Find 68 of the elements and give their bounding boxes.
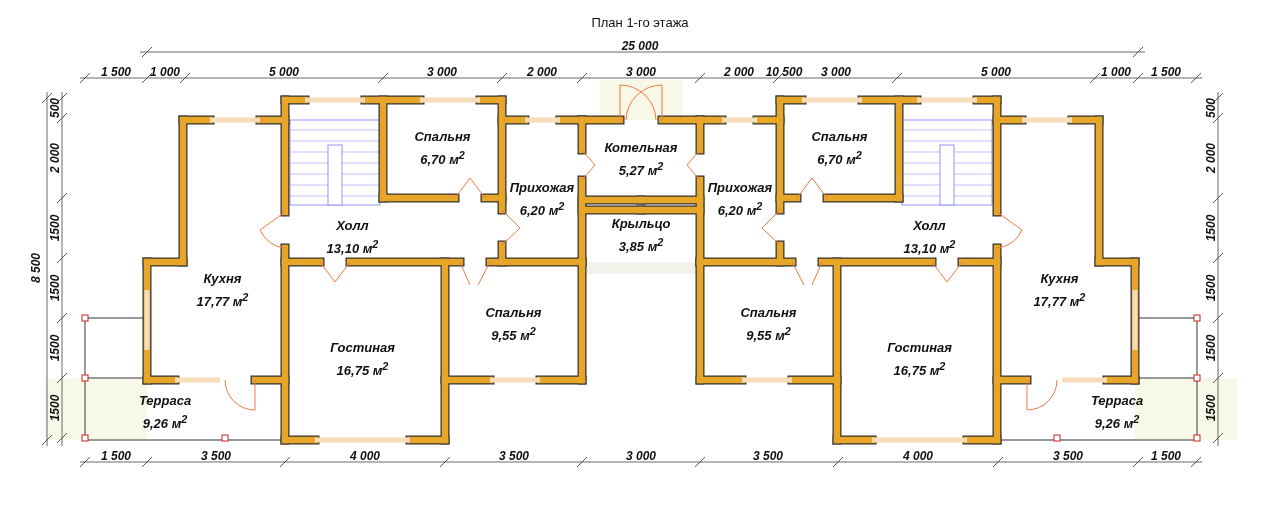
dimension-label: 1500 [1204,214,1218,242]
room-name: Прихожая [707,179,773,198]
dimension-label: 1500 [48,334,62,362]
room-area: 6,70 м$^{2}$ [817,146,862,170]
room-name: Крыльцо [611,215,671,234]
room-name: Спальня [740,304,797,323]
dimension-label: 1 000 [150,65,180,79]
dimension-label: 1 500 [101,449,131,463]
dimension-label: 2 000 [724,65,754,79]
room-name: Холл [913,216,946,235]
room-name: Гостиная [887,339,952,358]
dimension-label: 5 000 [981,65,1011,79]
dimension-label: 1500 [1204,334,1218,362]
room-name: Котельная [604,139,678,158]
room-name: Гостиная [330,339,395,358]
dimension-label: 2 000 [48,143,62,173]
room-name: Терраса [1090,391,1144,410]
dimension-label: 25 000 [621,39,659,53]
room-area: 13,10 м$^{2}$ [326,234,379,259]
dimension-label: 500 [1204,98,1218,118]
dimension-label: 5 000 [269,65,299,79]
room-area: 9,55 м$^{2}$ [746,322,791,346]
dimension-label: 3 000 [626,65,656,79]
room-area: 13,10 м$^{2}$ [903,234,956,259]
room-area: 16,75 м$^{2}$ [336,357,389,381]
room-area: 9,26 м$^{2}$ [142,409,188,434]
dimension-label: 3 000 [427,65,457,79]
room-name: Терраса [138,391,192,410]
dimension-label: 1 500 [1151,449,1181,463]
dimension-label: 3 500 [201,449,231,463]
dimension-label: 3 500 [499,449,529,463]
dimension-label: 4 000 [350,449,380,463]
dimension-label: 1500 [1204,394,1218,422]
dimension-label: 3 500 [753,449,783,463]
dimension-label: 2 000 [1204,143,1218,173]
dimension-label: 1500 [48,214,62,242]
room-name: Кухня [203,270,242,289]
room-area: 17,77 м$^{2}$ [1033,288,1086,312]
room-area: 9,55 м$^{2}$ [491,322,536,346]
plan-title: План 1-го этажа [591,14,689,30]
dimension-label: 1500 [1204,274,1218,302]
room-name: Спальня [485,304,542,323]
dimension-label: 1 500 [1151,65,1181,79]
room-area: 5,27 м$^{2}$ [618,157,664,181]
room-name: Кухня [1040,270,1079,289]
dimension-label: 2 000 [527,65,557,79]
dimension-label: 500 [48,98,62,118]
dimension-label: 8 500 [29,253,43,283]
room-area: 6,20 м$^{2}$ [519,197,565,221]
dimension-label: 1 500 [101,65,131,79]
dimension-label: 1500 [48,394,62,422]
dimension-label: 1500 [48,274,62,302]
room-area: 16,75 м$^{2}$ [893,357,946,381]
dimension-label: 3 500 [1053,449,1083,463]
room-name: Спальня [811,128,868,147]
dimension-label: 4 000 [903,449,933,463]
room-name: Прихожая [509,179,575,198]
room-area: 17,77 м$^{2}$ [196,288,249,312]
room-area: 3,85 м$^{2}$ [618,233,664,257]
room-area: 9,26 м$^{2}$ [1094,409,1140,434]
room-name: Спальня [414,128,471,147]
dimension-label: 10 500 [765,65,803,79]
room-area: 6,20 м$^{2}$ [717,197,763,221]
room-name: Холл [336,216,369,235]
dimension-label: 1 000 [1101,65,1131,79]
dimension-label: 3 000 [821,65,851,79]
dimension-label: 3 000 [626,449,656,463]
room-area: 6,70 м$^{2}$ [420,146,465,170]
